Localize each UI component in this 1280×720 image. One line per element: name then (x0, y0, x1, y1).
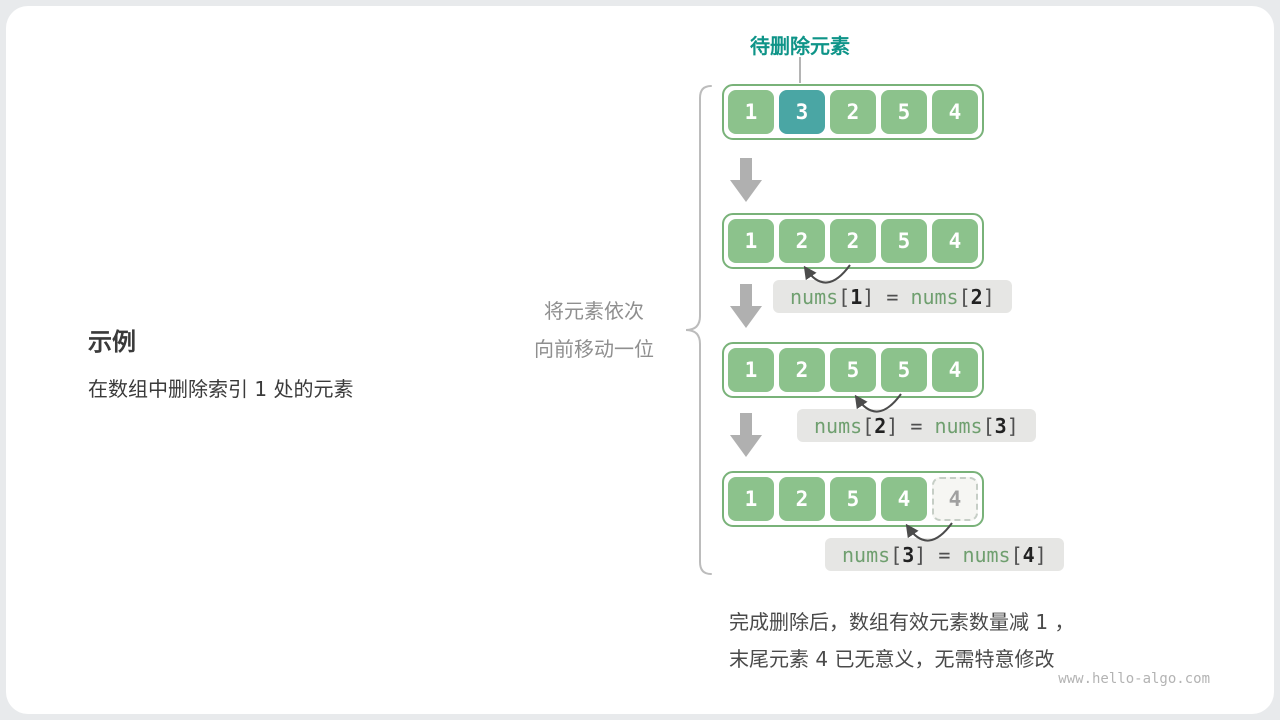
result-note-line-2: 末尾元素 4 已无意义，无需特意修改 (729, 647, 1055, 671)
array-cell: 1 (728, 219, 774, 263)
array-cell: 2 (779, 348, 825, 392)
code-label-step-3: nums[2] = nums[3] (797, 409, 1036, 442)
array-row-step-2: 1 2 2 5 4 (722, 213, 984, 269)
result-note: 完成删除后，数组有效元素数量减 1 ， 末尾元素 4 已无意义，无需特意修改 (729, 604, 1074, 678)
watermark-url: www.hello-algo.com (1058, 671, 1210, 687)
array-cell: 5 (881, 90, 927, 134)
array-cell: 1 (728, 477, 774, 521)
array-row-step-4: 1 2 5 4 4 (722, 471, 984, 527)
array-cell: 5 (830, 348, 876, 392)
array-cell: 4 (932, 219, 978, 263)
example-block: 示例 在数组中删除索引 1 处的元素 (88, 322, 353, 402)
array-cell: 4 (932, 348, 978, 392)
array-cell: 1 (728, 348, 774, 392)
shift-note: 将元素依次 向前移动一位 (505, 292, 683, 368)
array-cell: 5 (830, 477, 876, 521)
example-description: 在数组中删除索引 1 处的元素 (88, 377, 354, 401)
example-title: 示例 (88, 328, 136, 356)
array-cell-delete-target: 3 (779, 90, 825, 134)
array-cell: 1 (728, 90, 774, 134)
array-row-step-3: 1 2 5 5 4 (722, 342, 984, 398)
array-row-step-1: 1 3 2 5 4 (722, 84, 984, 140)
array-cell: 5 (881, 219, 927, 263)
array-cell-stale: 4 (932, 477, 978, 521)
diagram-card (6, 6, 1274, 714)
array-cell: 2 (779, 477, 825, 521)
array-cell: 5 (881, 348, 927, 392)
array-cell: 4 (881, 477, 927, 521)
shift-note-line-2: 向前移动一位 (534, 337, 654, 361)
array-cell: 2 (830, 90, 876, 134)
result-note-line-1: 完成删除后，数组有效元素数量减 1 ， (729, 610, 1075, 634)
code-label-step-4: nums[3] = nums[4] (825, 538, 1064, 571)
delete-target-label: 待删除元素 (750, 34, 850, 58)
array-cell: 4 (932, 90, 978, 134)
array-cell: 2 (830, 219, 876, 263)
code-label-step-2: nums[1] = nums[2] (773, 280, 1012, 313)
array-cell: 2 (779, 219, 825, 263)
shift-note-line-1: 将元素依次 (544, 299, 644, 323)
